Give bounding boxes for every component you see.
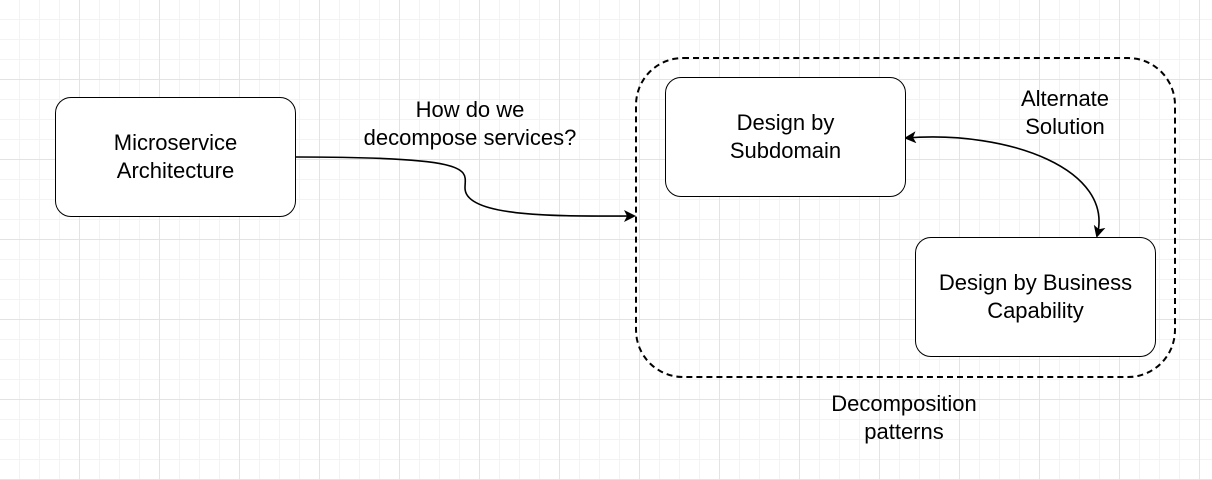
node-label-line1: Design by bbox=[736, 110, 835, 135]
edge-label-line1: Alternate bbox=[1020, 86, 1110, 111]
microservice-architecture-node[interactable]: Microservice Architecture bbox=[55, 97, 296, 217]
node-label-line1: Microservice bbox=[113, 130, 238, 155]
design-by-subdomain-node[interactable]: Design by Subdomain bbox=[665, 77, 906, 197]
edge-label-line2: decompose services? bbox=[363, 125, 577, 150]
alternate-solution-label: Alternate Solution bbox=[990, 85, 1140, 141]
node-label-line2: Architecture bbox=[116, 158, 235, 183]
edge-label-line2: Solution bbox=[1025, 114, 1105, 139]
node-label-line2: Subdomain bbox=[729, 138, 842, 163]
edge-label-line1: How do we bbox=[415, 97, 525, 122]
node-label-line1: Design by Business bbox=[938, 270, 1133, 295]
decomposition-patterns-label: Decomposition patterns bbox=[794, 390, 1014, 446]
decomposition-patterns-group[interactable] bbox=[635, 57, 1176, 378]
decompose-edge-label: How do we decompose services? bbox=[330, 96, 610, 152]
decompose-arrow[interactable] bbox=[295, 156, 636, 223]
design-by-business-capability-node[interactable]: Design by Business Capability bbox=[915, 237, 1156, 357]
group-label-line1: Decomposition bbox=[831, 391, 977, 416]
alternate-solution-arrow[interactable] bbox=[904, 131, 1106, 238]
node-label-line2: Capability bbox=[987, 298, 1084, 323]
group-label-line2: patterns bbox=[864, 419, 944, 444]
